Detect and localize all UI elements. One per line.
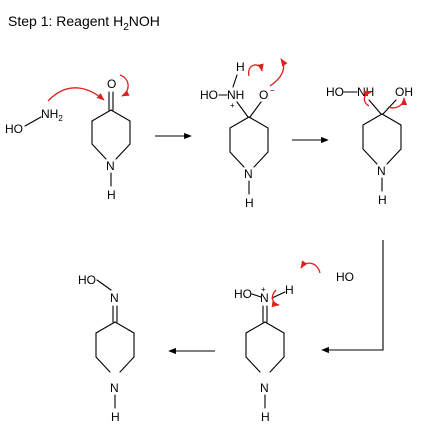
svg-text:H: H: [261, 410, 270, 424]
svg-text:Step 1: Reagent H2NOH: Step 1: Reagent H2NOH: [8, 13, 160, 33]
svg-text:H: H: [236, 60, 245, 74]
svg-text:H: H: [107, 188, 116, 202]
svg-text:N: N: [110, 291, 119, 305]
svg-text:HO: HO: [200, 88, 218, 102]
curly-arrow-co: [119, 74, 130, 97]
svg-text:HO: HO: [336, 270, 354, 284]
svg-text:HO: HO: [5, 122, 23, 136]
svg-text:N: N: [106, 159, 115, 173]
svg-text:HO: HO: [234, 287, 252, 301]
molecule-zwitterion: H HO NH + O − N H: [200, 58, 288, 210]
svg-text:O: O: [259, 88, 268, 102]
svg-text:H: H: [378, 193, 387, 207]
svg-text:HO: HO: [326, 85, 344, 99]
curly-arrow-attack: [47, 87, 105, 102]
svg-text:NH2: NH2: [41, 107, 63, 123]
molecule-protonated-oxime: HO HO N + H N H: [234, 260, 354, 424]
svg-text:O: O: [107, 77, 116, 91]
svg-text:N: N: [377, 164, 386, 178]
svg-text:−: −: [270, 86, 275, 95]
svg-text:+: +: [230, 101, 235, 110]
svg-text:H: H: [245, 196, 254, 210]
molecule-carbinolamine: HO NH OH N H: [326, 85, 413, 207]
svg-text:H: H: [111, 410, 120, 424]
reagent-hydroxylamine: HO NH2: [5, 107, 63, 136]
svg-text:NH: NH: [227, 88, 244, 102]
curly-arrow-deprotonate: [300, 260, 321, 274]
step-title: Step 1: Reagent H2NOH: [8, 13, 160, 33]
molecule-piperidinone: O N H: [47, 74, 131, 202]
svg-text:+: +: [261, 285, 266, 294]
molecule-oxime: HO N N H: [78, 273, 135, 424]
reaction-arrow-3: [321, 240, 384, 354]
svg-text:N: N: [110, 381, 119, 395]
svg-text:N: N: [260, 291, 269, 305]
curly-arrow-nh-bond: [271, 289, 280, 308]
svg-text:H: H: [285, 283, 294, 297]
svg-text:N: N: [260, 381, 269, 395]
svg-text:N: N: [244, 167, 253, 181]
svg-text:NH: NH: [357, 85, 374, 99]
curly-arrow-nh: [247, 63, 264, 77]
svg-text:HO: HO: [78, 273, 96, 287]
curly-arrow-leaving: [387, 97, 408, 109]
curly-arrow-lone-pair: [363, 90, 372, 107]
curly-arrow-oh: [269, 58, 288, 87]
svg-text:OH: OH: [395, 85, 413, 99]
